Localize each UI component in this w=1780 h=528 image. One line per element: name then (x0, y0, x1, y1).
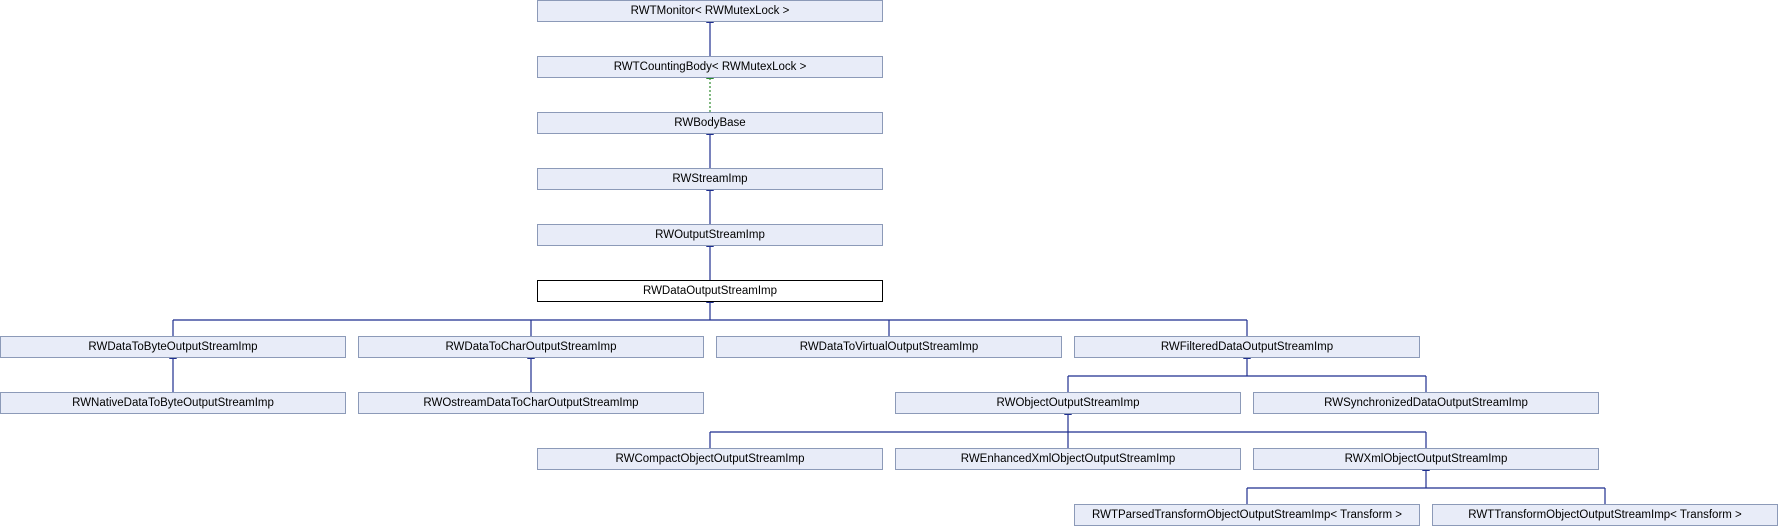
class-node-ostreamdata[interactable]: RWOstreamDataToCharOutputStreamImp (358, 392, 704, 414)
class-node-enhancedxml[interactable]: RWEnhancedXmlObjectOutputStreamImp (895, 448, 1241, 470)
class-node-xmlobject[interactable]: RWXmlObjectOutputStreamImp (1253, 448, 1599, 470)
class-node-datatovirtual[interactable]: RWDataToVirtualOutputStreamImp (716, 336, 1062, 358)
class-node-synchronized[interactable]: RWSynchronizedDataOutputStreamImp (1253, 392, 1599, 414)
class-node-filtered[interactable]: RWFilteredDataOutputStreamImp (1074, 336, 1420, 358)
class-node-nativedata[interactable]: RWNativeDataToByteOutputStreamImp (0, 392, 346, 414)
edge-group-filtered (1067, 352, 1427, 392)
class-node-bodybase[interactable]: RWBodyBase (537, 112, 883, 134)
class-node-streamimp[interactable]: RWStreamImp (537, 168, 883, 190)
class-node-datatochar[interactable]: RWDataToCharOutputStreamImp (358, 336, 704, 358)
class-node-datatobyte[interactable]: RWDataToByteOutputStreamImp (0, 336, 346, 358)
class-node-monitor[interactable]: RWTMonitor< RWMutexLock > (537, 0, 883, 22)
class-node-counting[interactable]: RWTCountingBody< RWMutexLock > (537, 56, 883, 78)
class-node-outputstreamimp[interactable]: RWOutputStreamImp (537, 224, 883, 246)
class-node-compact[interactable]: RWCompactObjectOutputStreamImp (537, 448, 883, 470)
class-node-transform[interactable]: RWTTransformObjectOutputStreamImp< Trans… (1432, 504, 1778, 526)
edge-group-objectoutput (709, 408, 1427, 448)
edge-group-dataoutput (172, 296, 1248, 336)
class-node-parsedtransform[interactable]: RWTParsedTransformObjectOutputStreamImp<… (1074, 504, 1420, 526)
class-node-objectoutput[interactable]: RWObjectOutputStreamImp (895, 392, 1241, 414)
class-node-dataoutput: RWDataOutputStreamImp (537, 280, 883, 302)
edge-group-xmlobject (1246, 464, 1606, 504)
